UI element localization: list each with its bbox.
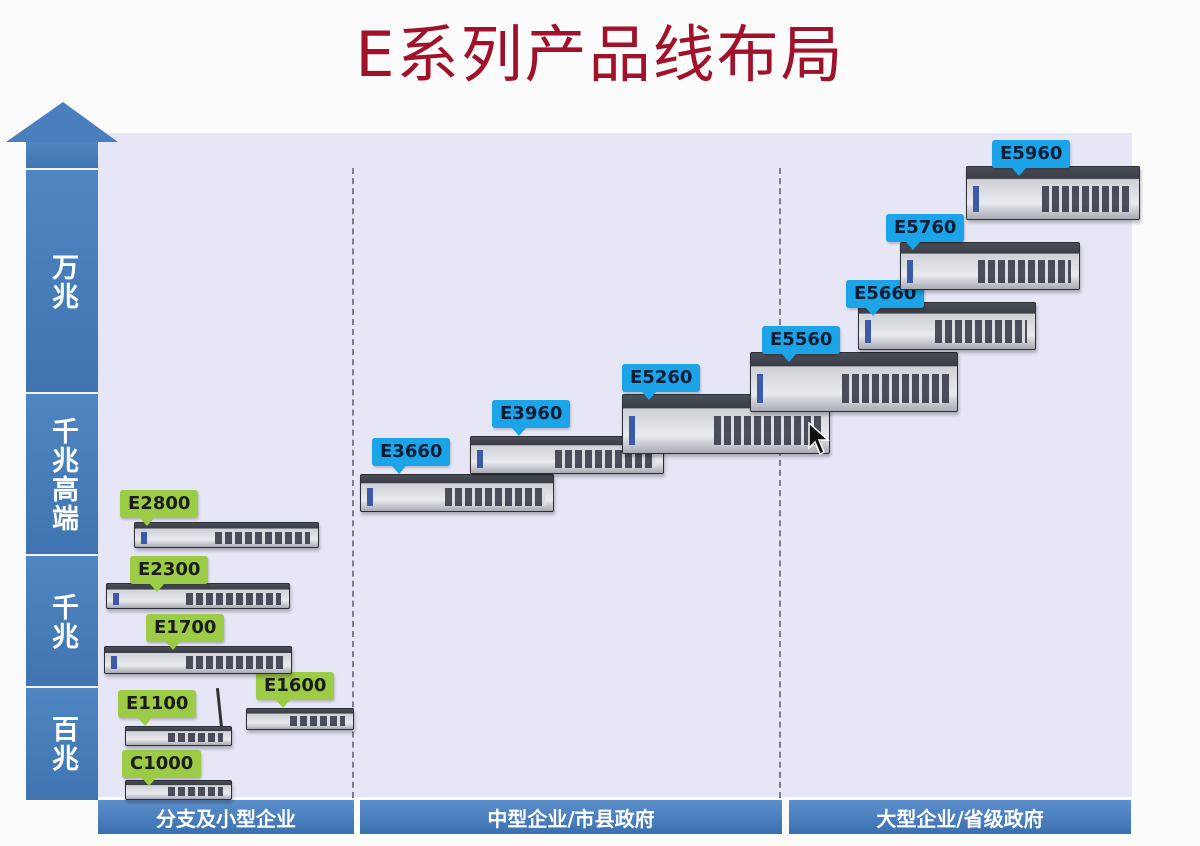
device-image (134, 522, 319, 548)
product-tag: E5260 (622, 364, 701, 400)
axis-label: 千兆 (47, 593, 78, 651)
device-image (858, 302, 1036, 350)
axis-label: 百兆 (47, 715, 78, 773)
axis-segment: 千兆 (26, 554, 98, 688)
category-bar: 大型企业/省级政府 (789, 800, 1131, 834)
product-tag: C1000 (122, 750, 202, 786)
device-image (125, 726, 232, 746)
page-title: E系列产品线布局 (355, 18, 845, 91)
divider-line (779, 168, 781, 798)
axis-label: 万兆 (47, 253, 78, 311)
product-tag: E2800 (120, 490, 199, 526)
product-tag: E5960 (992, 140, 1071, 176)
product-tag: E5760 (886, 214, 965, 250)
device-image (900, 242, 1080, 290)
product-tag: E3960 (492, 400, 571, 436)
product-tag: E2300 (130, 556, 209, 592)
device-image (106, 583, 290, 609)
device-image (246, 708, 354, 730)
mouse-cursor-icon (808, 422, 830, 456)
product-tag: E1600 (256, 672, 335, 708)
category-bar: 分支及小型企业 (98, 800, 354, 834)
product-tag: E5560 (762, 326, 841, 362)
device-image (966, 166, 1140, 220)
axis-segment: 万兆 (26, 168, 98, 394)
axis-label: 千兆高端 (47, 417, 78, 533)
category-bar: 中型企业/市县政府 (360, 800, 782, 834)
product-tag: E3660 (372, 438, 451, 474)
device-image (104, 646, 292, 674)
axis-segment: 百兆 (26, 686, 98, 800)
product-tag: E1700 (146, 614, 225, 650)
divider-line (352, 168, 354, 798)
device-image (360, 474, 554, 512)
axis-arrow-up-icon (6, 102, 118, 142)
device-image (750, 352, 958, 412)
axis-segment: 千兆高端 (26, 392, 98, 556)
axis-arrow-stem (26, 142, 98, 168)
product-tag: E1100 (118, 690, 197, 726)
